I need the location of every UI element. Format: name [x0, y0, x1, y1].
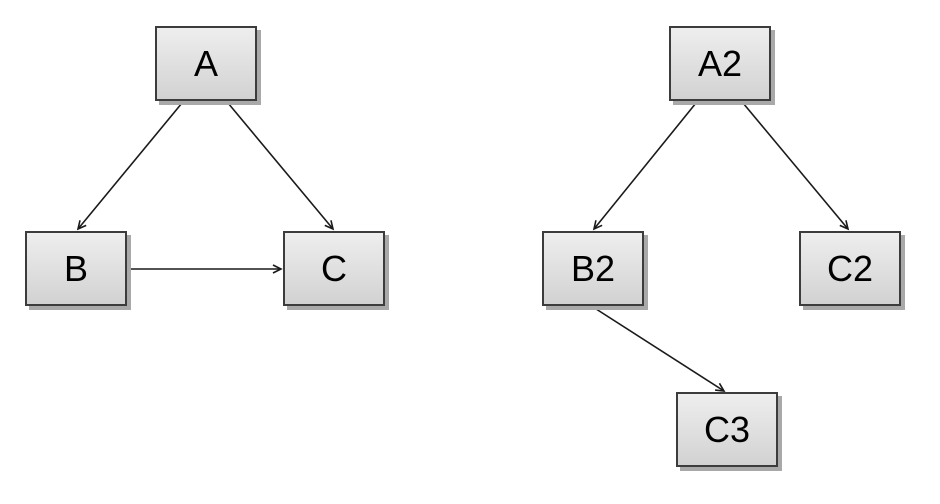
- node-b2-label: B2: [570, 247, 616, 289]
- node-a-label: A: [193, 42, 218, 84]
- node-c: C: [283, 231, 385, 306]
- node-b: B: [25, 231, 127, 306]
- node-a: A: [155, 26, 257, 101]
- node-a2-label: A2: [697, 42, 743, 84]
- node-b2: B2: [542, 231, 644, 306]
- node-c2-label: C2: [826, 247, 874, 289]
- edge-b2-to-c3-arrow: [592, 306, 726, 392]
- edge-a-to-b-arrow: [76, 102, 183, 231]
- node-b-label: B: [63, 247, 88, 289]
- edge-a2-to-c2-arrow: [742, 102, 850, 231]
- edge-a2-to-b2-arrow: [592, 102, 697, 231]
- node-a2: A2: [669, 26, 771, 101]
- node-c-label: C: [321, 247, 347, 289]
- edge-a-to-c-arrow: [227, 102, 335, 231]
- node-c3: C3: [676, 392, 778, 467]
- node-c2: C2: [799, 231, 901, 306]
- node-c3-label: C3: [703, 408, 751, 450]
